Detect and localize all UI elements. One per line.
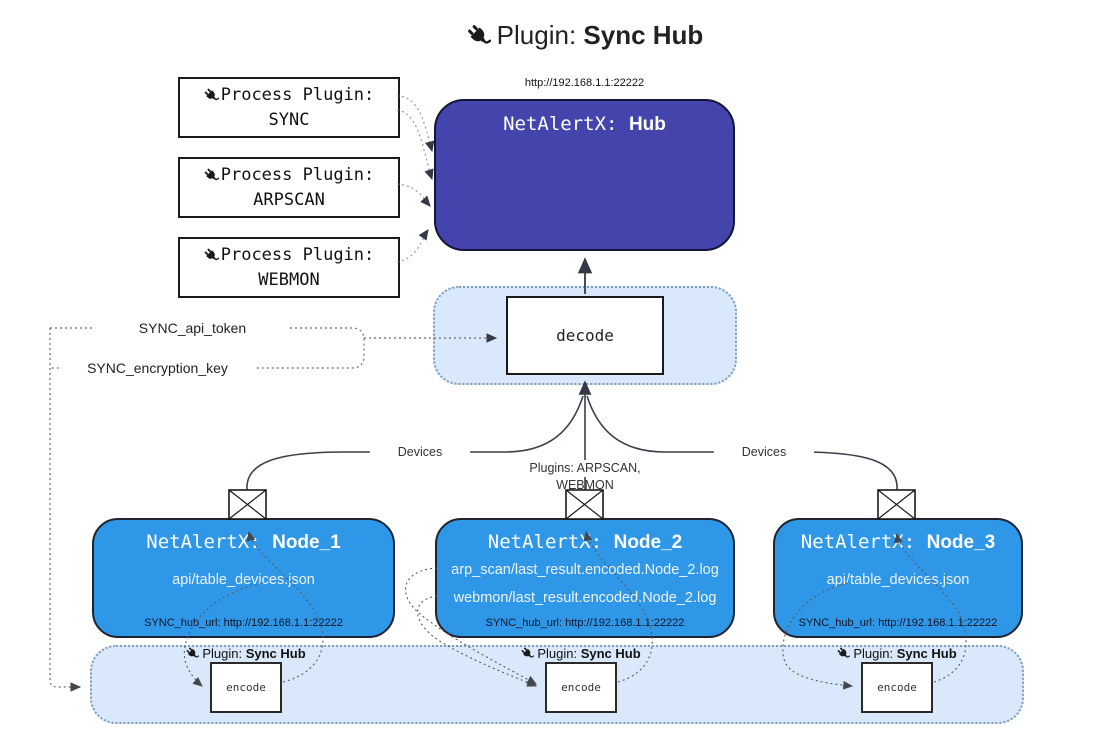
node-title: NetAlertX: Node_2 bbox=[487, 531, 683, 553]
envelope-icons bbox=[228, 489, 916, 520]
config-label-encryption-key: SYNC_encryption_key bbox=[60, 359, 255, 377]
process-plugin-name: WEBMON bbox=[258, 269, 320, 290]
node-hub-url: SYNC_hub_url: http://192.168.1.1:22222 bbox=[798, 617, 998, 629]
encode-label: encode bbox=[226, 681, 266, 694]
hub-title-bold: Hub bbox=[628, 114, 666, 135]
edge-label-devices-right: Devices bbox=[714, 444, 814, 461]
plug-icon bbox=[186, 647, 200, 660]
page-title: Plugin: Sync Hub bbox=[380, 20, 790, 51]
page-title-prefix: Plugin: bbox=[496, 20, 584, 50]
page-title-bold: Sync Hub bbox=[583, 20, 704, 50]
node-1-box: NetAlertX: Node_1 api/table_devices.json… bbox=[92, 518, 395, 638]
hub-url: http://192.168.1.1:22222 bbox=[524, 77, 645, 89]
node-file-line: arp_scan/last_result.encoded.Node_2.log bbox=[451, 562, 719, 578]
encode-section-label-2: Plugin: Sync Hub bbox=[501, 646, 661, 661]
node-file-line: webmon/last_result.encoded.Node_2.log bbox=[453, 590, 717, 606]
process-plugin-webmon: Process Plugin: WEBMON bbox=[178, 237, 400, 298]
node-title: NetAlertX: Node_3 bbox=[800, 531, 996, 553]
process-plugin-name: ARPSCAN bbox=[253, 189, 325, 210]
node-hub-url: SYNC_hub_url: http://192.168.1.1:22222 bbox=[485, 617, 685, 629]
decode-label: decode bbox=[556, 326, 614, 345]
plug-icon bbox=[837, 647, 851, 660]
encode-label: encode bbox=[877, 681, 917, 694]
process-plugin-label: Process Plugin: bbox=[220, 164, 375, 185]
decode-box: decode bbox=[506, 296, 664, 375]
process-plugin-label: Process Plugin: bbox=[220, 244, 375, 265]
process-plugin-name: SYNC bbox=[268, 109, 310, 130]
node-file-line: api/table_devices.json bbox=[826, 572, 970, 588]
process-plugin-arpscan: Process Plugin: ARPSCAN bbox=[178, 157, 400, 218]
node-hub-url: SYNC_hub_url: http://192.168.1.1:22222 bbox=[144, 617, 343, 629]
encode-box-3: encode bbox=[861, 662, 933, 713]
process-plugin-sync: Process Plugin: SYNC bbox=[178, 77, 400, 138]
plug-icon bbox=[203, 247, 219, 263]
encode-section-label-1: Plugin: Sync Hub bbox=[166, 646, 326, 661]
process-plugin-label: Process Plugin: bbox=[220, 84, 375, 105]
encode-box-1: encode bbox=[210, 662, 282, 713]
edge-label-devices-left: Devices bbox=[370, 444, 470, 461]
plug-icon bbox=[203, 87, 219, 103]
plug-icon bbox=[521, 647, 535, 660]
plug-icon bbox=[466, 23, 491, 48]
encode-label: encode bbox=[561, 681, 601, 694]
hub-box: NetAlertX: Hub bbox=[434, 99, 735, 251]
envelope-icon bbox=[228, 489, 267, 520]
hub-title: NetAlertX: Hub bbox=[436, 113, 733, 136]
envelope-icon bbox=[565, 489, 604, 520]
encode-box-2: encode bbox=[545, 662, 617, 713]
edge-label-plugins: Plugins: ARPSCAN, WEBMON bbox=[500, 460, 670, 492]
node-2-box: NetAlertX: Node_2 arp_scan/last_result.e… bbox=[435, 518, 735, 638]
plug-icon bbox=[203, 167, 219, 183]
plugin-to-hub-connectors bbox=[396, 95, 435, 263]
hub-title-prefix: NetAlertX: bbox=[503, 113, 629, 135]
node-3-box: NetAlertX: Node_3 api/table_devices.json… bbox=[773, 518, 1023, 638]
envelope-icon bbox=[877, 489, 916, 520]
node-title: NetAlertX: Node_1 bbox=[146, 531, 341, 553]
node-file-line: api/table_devices.json bbox=[172, 572, 315, 588]
encode-section-label-3: Plugin: Sync Hub bbox=[817, 646, 977, 661]
config-label-api-token: SYNC_api_token bbox=[95, 319, 290, 337]
